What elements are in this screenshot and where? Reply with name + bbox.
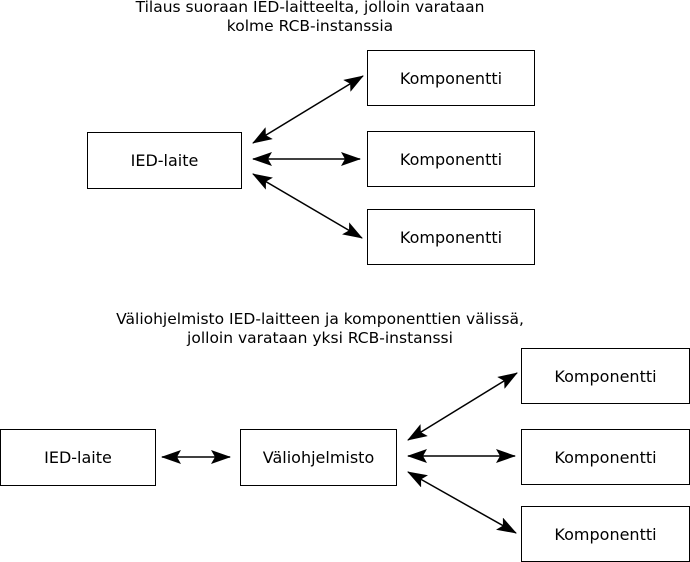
arrow-middleware-to-component-3 xyxy=(407,471,517,534)
bottom-component-box-3: Komponentti xyxy=(521,506,690,562)
arrow-device-to-component-3 xyxy=(252,173,363,239)
top-caption-line-2: kolme RCB-instanssia xyxy=(226,17,394,35)
top-ied-device-box: IED-laite xyxy=(87,132,242,189)
top-component-box-2: Komponentti xyxy=(367,131,535,187)
middleware-box: Väliohjelmisto xyxy=(240,429,397,486)
arrow-device-to-component-1 xyxy=(252,75,364,144)
bottom-component-box-1: Komponentti xyxy=(521,348,690,404)
top-component-box-3: Komponentti xyxy=(367,209,535,265)
top-caption-line-1: Tilaus suoraan IED-laitteelta, jolloin v… xyxy=(135,0,485,16)
bottom-ied-device-box: IED-laite xyxy=(0,429,156,486)
top-caption: Tilaus suoraan IED-laitteelta, jolloin v… xyxy=(80,0,540,36)
arrow-middleware-to-component-1 xyxy=(407,372,518,441)
bottom-caption-line-1: Väliohjelmisto IED-laitteen ja komponent… xyxy=(116,310,524,328)
bottom-caption-line-2: jolloin varataan yksi RCB-instanssi xyxy=(187,329,453,347)
top-component-box-1: Komponentti xyxy=(367,50,535,106)
bottom-caption: Väliohjelmisto IED-laitteen ja komponent… xyxy=(60,310,580,348)
bottom-component-box-2: Komponentti xyxy=(521,429,690,485)
